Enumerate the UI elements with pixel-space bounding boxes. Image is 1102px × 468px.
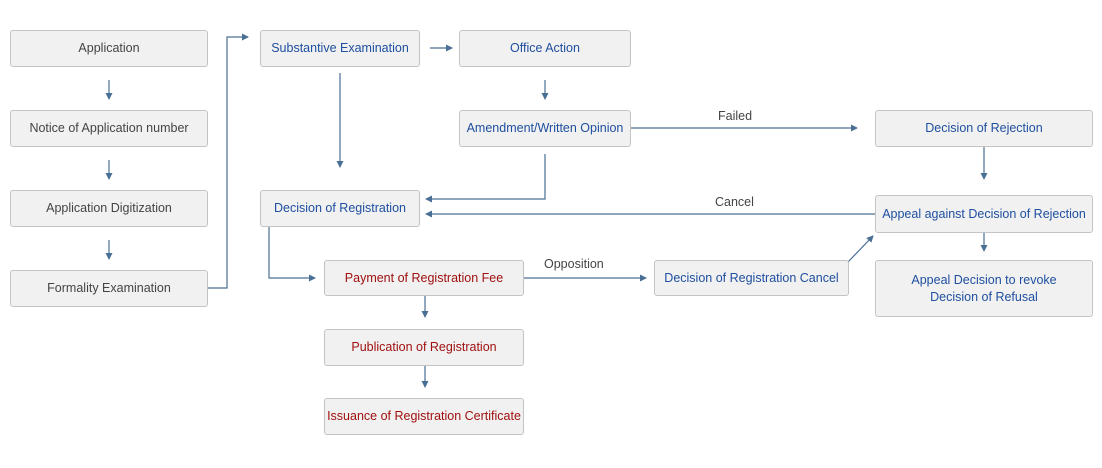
node-notice-of-application-number: Notice of Application number: [10, 110, 208, 147]
node-amendment-written-opinion: Amendment/Written Opinion: [459, 110, 631, 147]
edge-label-failed: Failed: [718, 109, 753, 123]
edge-formality-substantive: [208, 33, 249, 289]
edge-amendment-decision: [425, 154, 546, 203]
node-application-digitization: Application Digitization: [10, 190, 208, 227]
node-application: Application: [10, 30, 208, 67]
node-decision-of-rejection: Decision of Rejection: [875, 110, 1093, 147]
node-decision-of-registration: Decision of Registration: [260, 190, 420, 227]
node-substantive-examination: Substantive Examination: [260, 30, 420, 67]
node-formality-examination: Formality Examination: [10, 270, 208, 307]
node-issuance-of-registration-certificate: Issuance of Registration Certificate: [324, 398, 524, 435]
node-appeal-decision-to-revoke: Appeal Decision to revoke Decision of Re…: [875, 260, 1093, 317]
node-office-action: Office Action: [459, 30, 631, 67]
edge-cancel-appeal: [847, 235, 874, 263]
node-appeal-against-decision-of-rejection: Appeal against Decision of Rejection: [875, 195, 1093, 233]
node-decision-of-registration-cancel: Decision of Registration Cancel: [654, 260, 849, 296]
edge-label-opposition: Opposition: [544, 257, 604, 271]
node-publication-of-registration: Publication of Registration: [324, 329, 524, 366]
node-payment-of-registration-fee: Payment of Registration Fee: [324, 260, 524, 296]
edge-decision-payment: [268, 227, 316, 282]
edge-label-cancel: Cancel: [715, 195, 754, 209]
